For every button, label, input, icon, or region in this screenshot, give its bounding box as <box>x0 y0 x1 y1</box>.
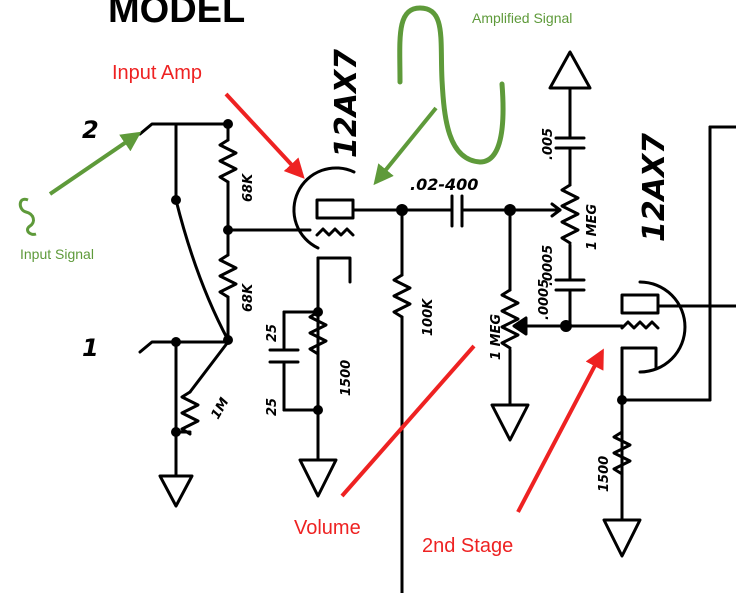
label-1500-second: 1500 <box>597 456 612 492</box>
label-68k-top: 68K <box>241 173 256 202</box>
label-bright-cap: .005 <box>541 128 556 160</box>
second-stage-arrow <box>516 348 604 513</box>
second-stage-label: 2nd Stage <box>422 535 513 557</box>
amplified-signal-arrow <box>373 106 438 186</box>
label-tone-resistor: 1 MEG <box>585 204 600 250</box>
input-signal-label: Input Signal <box>20 246 94 262</box>
label-1500-cathode: 1500 <box>339 360 354 396</box>
input-jack-2-label: 2 <box>82 116 99 144</box>
label-coupling-cap: .02-400 <box>410 175 478 194</box>
input-amp-arrow <box>224 92 305 179</box>
input-signal-arrow <box>48 131 142 196</box>
label-volume-pot: 1 MEG <box>489 314 504 360</box>
volume-arrow <box>340 344 476 498</box>
label-68k-bottom: 68K <box>241 283 256 312</box>
label-1m: 1M <box>208 395 232 422</box>
volume-label: Volume <box>294 517 361 539</box>
label-tone-cap: .0005 <box>541 245 556 286</box>
tube-label-second: 12AX7 <box>637 133 672 242</box>
tube-label-first: 12AX7 <box>329 49 364 158</box>
model-title: MODEL <box>108 0 245 31</box>
input-signal-wave-icon <box>18 197 37 236</box>
label-100k: 100K <box>421 298 436 336</box>
amplified-signal-label: Amplified Signal <box>472 10 572 26</box>
junction-dots <box>171 119 627 437</box>
input-amp-label: Input Amp <box>112 62 202 84</box>
label-25-a: 25 <box>265 324 280 342</box>
label-25-b: 25 <box>265 398 280 416</box>
label-volume-bypass-cap: .0005 <box>537 279 552 320</box>
amplified-signal-wave-icon <box>397 5 506 165</box>
input-jack-1-label: 1 <box>82 334 99 362</box>
